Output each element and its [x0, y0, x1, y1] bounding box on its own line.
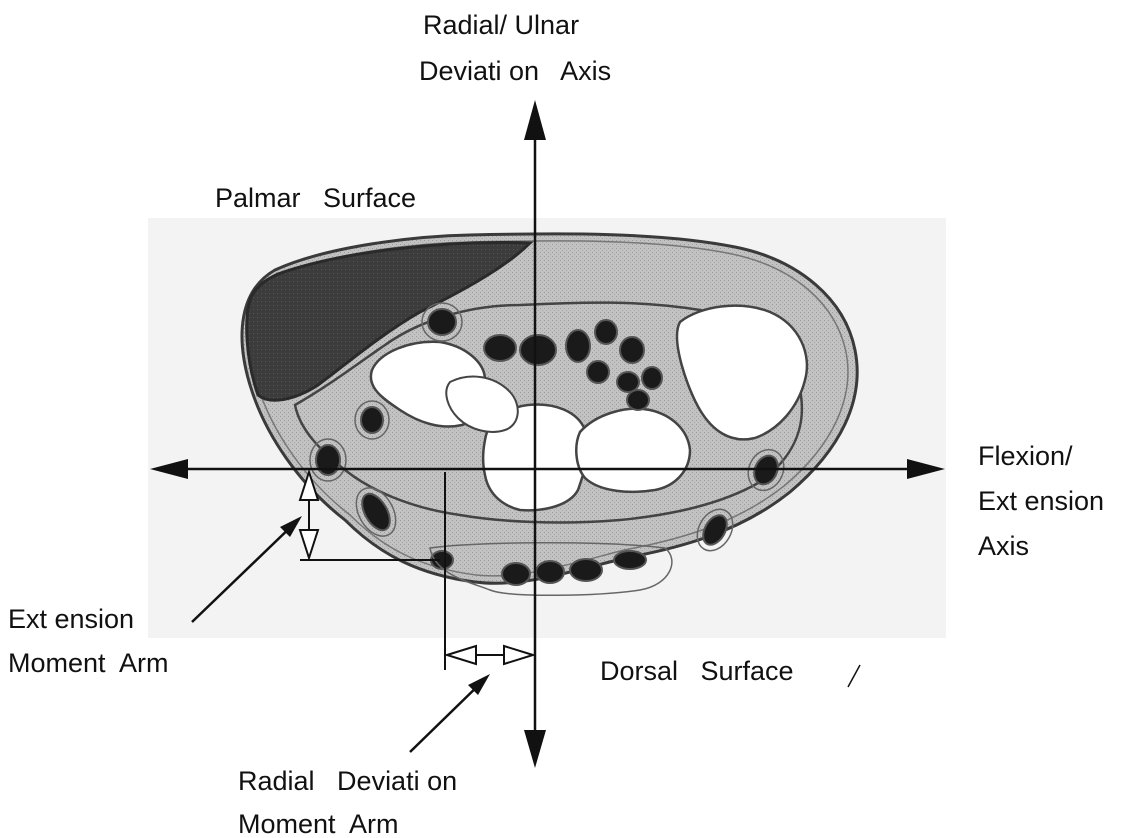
tendon — [520, 335, 556, 365]
tendon — [316, 445, 340, 475]
bone-hamate — [576, 409, 690, 492]
radial-ulnar-axis-arrow-down — [524, 730, 546, 768]
flexion-extension-axis-label-line3: Axis — [978, 531, 1029, 561]
tendon — [627, 390, 649, 410]
tendon — [614, 551, 646, 569]
tendon — [502, 563, 530, 585]
tendon — [361, 407, 383, 433]
flexion-extension-axis-label-line1: Flexion/ — [978, 441, 1073, 471]
radial-deviation-moment-arm-label-line2: Moment Arm — [238, 809, 399, 838]
radial-ulnar-axis-arrow-up — [524, 100, 546, 140]
flexion-extension-axis-label-line2: Ext ension — [978, 486, 1104, 516]
tendon — [642, 367, 662, 389]
tendon — [587, 361, 609, 383]
tendon — [484, 335, 516, 361]
extension-moment-arm-label-line1: Ext ension — [8, 604, 134, 634]
tendon — [620, 337, 644, 363]
dorsal-surface-label: Dorsal Surface — [600, 656, 794, 686]
tendon — [428, 309, 456, 335]
stray-mark — [848, 665, 860, 687]
extension-moment-arm-label-line2: Moment Arm — [8, 648, 169, 678]
palmar-surface-label: Palmar Surface — [215, 183, 416, 213]
tendon — [566, 330, 590, 362]
radial-moment-arm-arrow-right — [504, 646, 533, 664]
tendon — [570, 559, 602, 581]
tendon — [617, 372, 639, 392]
radial-deviation-moment-arm-label-line1: Radial Deviati on — [238, 766, 457, 796]
radial-moment-arm-arrow-left — [447, 646, 476, 664]
radial-ulnar-axis-label-line1: Radial/ Ulnar — [423, 10, 579, 40]
tendon — [536, 561, 564, 583]
radial-ulnar-axis-label-line2: Deviati on Axis — [419, 56, 611, 86]
tendon — [595, 320, 617, 344]
